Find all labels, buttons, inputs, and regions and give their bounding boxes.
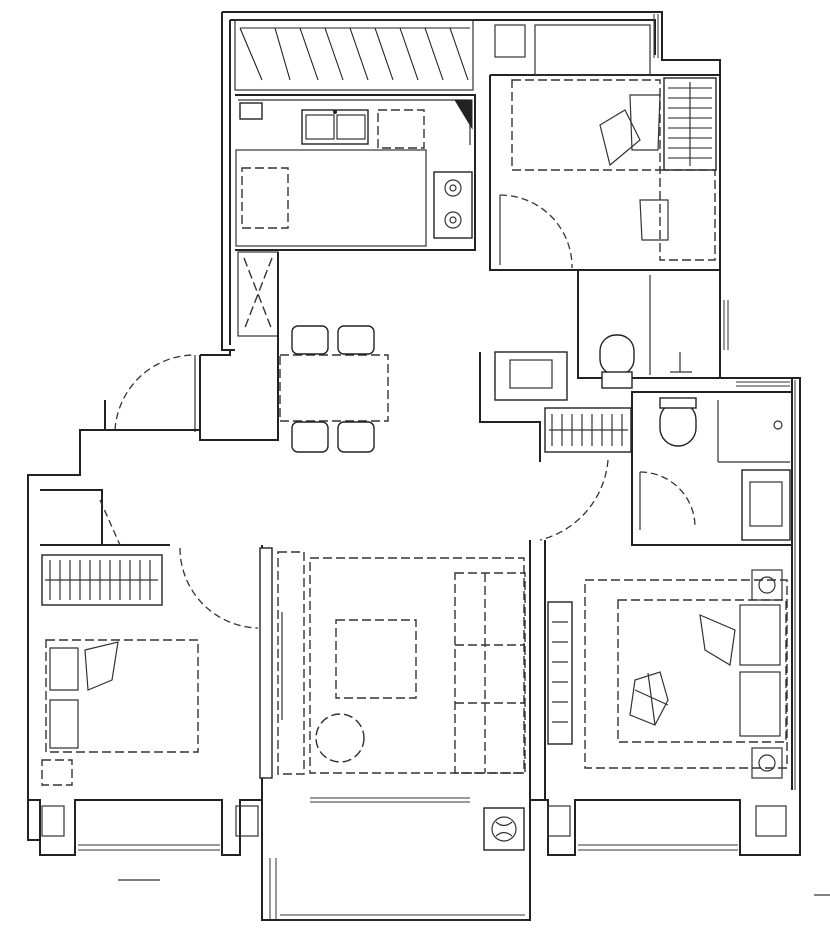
toilet-icon <box>599 334 635 376</box>
kitchen-table <box>241 167 289 229</box>
bedroom-top-right <box>489 24 720 271</box>
coffee-table-icon <box>335 619 417 699</box>
kitchen-counter <box>235 149 427 247</box>
dining-cabinet <box>237 251 279 337</box>
kitchen-window-louvers <box>239 27 470 81</box>
rug-outline <box>309 557 525 774</box>
bedroom-master <box>547 569 788 779</box>
sofa-icon <box>454 572 526 774</box>
kitchen-sink <box>301 109 369 145</box>
chair-icon <box>291 421 329 453</box>
lamp-icon <box>751 747 783 779</box>
tv-cabinet <box>547 601 573 745</box>
bedroom-left <box>40 489 259 786</box>
tv-cabinet <box>277 551 305 775</box>
desk-outline <box>659 169 716 261</box>
stove-icon <box>433 171 473 239</box>
washbasin-icon <box>741 469 791 541</box>
ac-unit-icon <box>483 807 525 851</box>
living-room <box>259 540 546 800</box>
bed-icon <box>511 79 661 171</box>
washbasin-icon <box>494 351 568 401</box>
chair-icon <box>337 421 375 453</box>
lamp-icon <box>751 569 783 601</box>
dining-table-icon <box>279 354 389 422</box>
kitchen-appliance <box>239 102 263 120</box>
kitchen <box>234 19 476 251</box>
room-outline <box>584 579 788 769</box>
fridge-outline <box>377 109 425 149</box>
chair-icon <box>291 325 329 355</box>
chair-icon <box>337 325 375 355</box>
bathroom-1 <box>479 269 721 462</box>
corner-shaft <box>454 99 473 130</box>
bed-icon <box>617 599 787 743</box>
entry-door <box>80 354 200 432</box>
windows <box>653 14 796 790</box>
bed-icon <box>45 639 199 753</box>
armchair-icon <box>315 713 365 763</box>
dining-area <box>199 251 389 453</box>
balcony <box>41 797 830 921</box>
bathroom-2 <box>539 391 793 546</box>
